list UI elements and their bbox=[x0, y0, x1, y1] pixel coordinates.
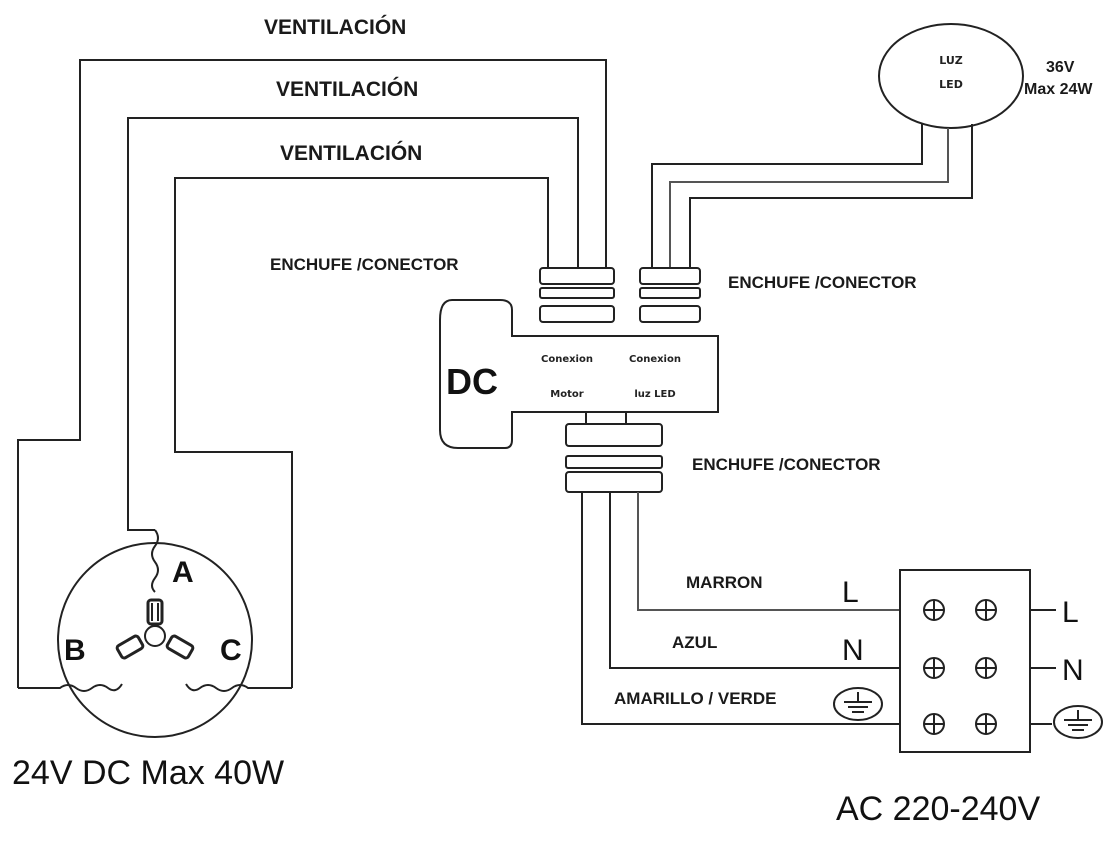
wire-azul bbox=[609, 492, 900, 669]
connector-bottom bbox=[565, 411, 663, 493]
label-enchufe-right: ENCHUFE /CONECTOR bbox=[728, 273, 917, 292]
ground-symbol-right-icon bbox=[1053, 705, 1103, 739]
conn-motor-label-1: Conexion bbox=[541, 354, 593, 365]
label-L-left: L bbox=[842, 576, 859, 609]
label-ventilacion-3: VENTILACIÓN bbox=[280, 141, 422, 165]
wire-ventilacion-outer bbox=[17, 59, 607, 688]
label-azul: AZUL bbox=[672, 633, 717, 652]
led-label-line2: LED bbox=[939, 78, 963, 91]
rotor-coil-a-icon bbox=[146, 598, 164, 626]
wire-ventilacion-middle bbox=[127, 117, 579, 531]
motor-spec: 24V DC Max 40W bbox=[12, 754, 284, 792]
wire-led-3 bbox=[689, 124, 973, 268]
led-label-line1: LUZ bbox=[939, 54, 963, 67]
wire-led-2 bbox=[669, 128, 949, 268]
led-spec-power: Max 24W bbox=[1024, 81, 1093, 98]
rotor-coil-b-icon bbox=[115, 634, 145, 660]
dc-control-box: DC Conexion Motor Conexion luz LED bbox=[439, 299, 719, 449]
connector-motor-top bbox=[539, 267, 615, 323]
conn-motor-label-2: Motor bbox=[550, 389, 583, 400]
label-enchufe-bottom: ENCHUFE /CONECTOR bbox=[692, 455, 881, 474]
conn-led-label-2: luz LED bbox=[634, 389, 675, 400]
motor-terminal-a: A bbox=[172, 556, 194, 589]
motor-terminal-b: B bbox=[64, 634, 86, 667]
led-light: LUZ LED bbox=[878, 23, 1024, 129]
conn-led-label-1: Conexion bbox=[629, 354, 681, 365]
connector-led-top bbox=[639, 267, 701, 323]
label-ventilacion-1: VENTILACIÓN bbox=[264, 15, 406, 39]
label-N-right: N bbox=[1062, 654, 1084, 687]
label-L-right: L bbox=[1062, 596, 1079, 629]
motor: A B C bbox=[18, 529, 292, 738]
wire-led-1 bbox=[651, 124, 923, 268]
label-amarillo-verde: AMARILLO / VERDE bbox=[614, 689, 776, 708]
label-enchufe-left: ENCHUFE /CONECTOR bbox=[270, 255, 459, 274]
rotor-coil-c-icon bbox=[165, 634, 195, 660]
wire-ventilacion-inner bbox=[174, 177, 549, 688]
label-N-left: N bbox=[842, 634, 864, 667]
wire-marron bbox=[637, 492, 900, 611]
label-marron: MARRON bbox=[686, 573, 763, 592]
label-ventilacion-2: VENTILACIÓN bbox=[276, 77, 418, 101]
wire-amarillo-verde bbox=[581, 492, 900, 725]
dc-label: DC bbox=[446, 361, 498, 402]
terminal-block bbox=[899, 569, 1031, 753]
motor-terminal-c: C bbox=[220, 634, 242, 667]
led-spec-voltage: 36V bbox=[1046, 59, 1075, 76]
ac-spec: AC 220-240V bbox=[836, 790, 1040, 828]
ground-symbol-icon bbox=[833, 687, 883, 721]
